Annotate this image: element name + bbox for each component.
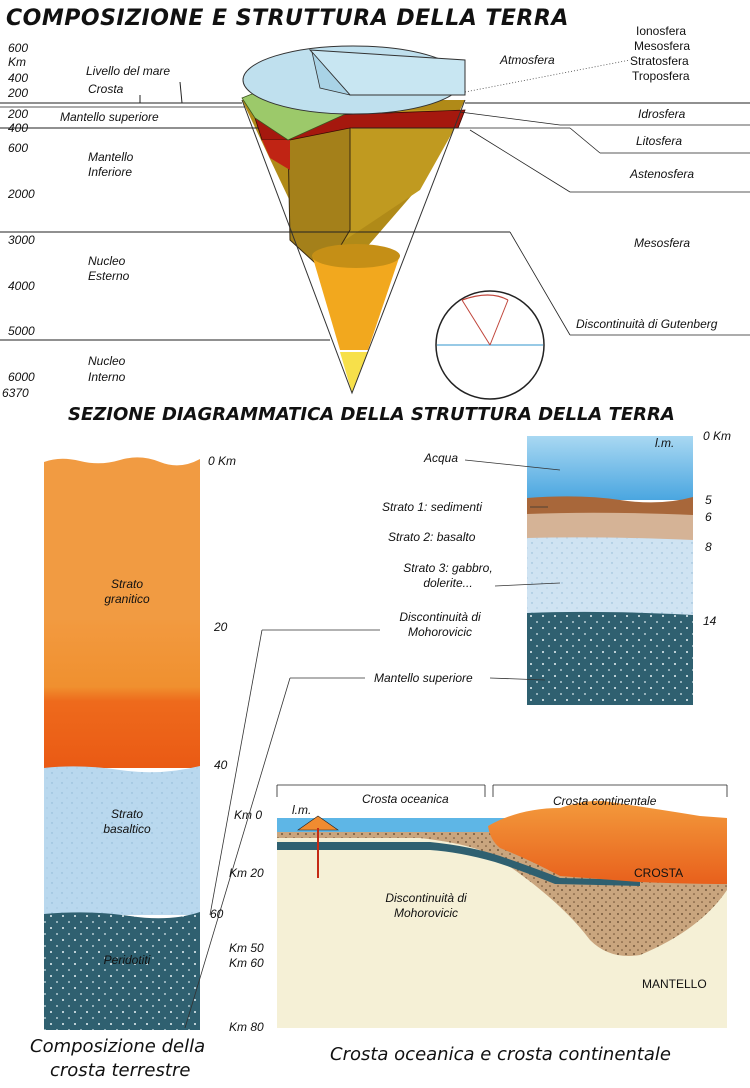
label-troposphere: Troposfera	[632, 69, 690, 83]
label-atmosphere: Atmosfera	[500, 53, 555, 67]
caption-crust-composition-2: crosta terrestre	[50, 1060, 191, 1081]
column-depth-20: 20	[214, 620, 228, 634]
earth-section-inset	[435, 290, 545, 400]
cs-label-crust: CROSTA	[634, 866, 684, 880]
label-mesosphere: Mesosfera	[634, 236, 691, 250]
label-hydrosphere: Idrosfera	[638, 107, 686, 121]
label-granitic-1: Strato	[110, 577, 143, 591]
oceanic-column	[464, 436, 693, 705]
oc-label-layer2: Strato 2: basalto	[388, 530, 476, 544]
oc-label-moho-1: Discontinuità di	[399, 610, 481, 624]
label-inner-core-2: Interno	[88, 370, 126, 384]
oc-depth-0: 0 Km	[703, 429, 732, 443]
top-depth-200b: 200	[8, 107, 29, 121]
cs-depth-80: Km 80	[229, 1020, 264, 1034]
top-depth-2000: 2000	[8, 187, 35, 201]
column-depth-0: 0 Km	[208, 454, 237, 468]
top-depth-6370: 6370	[2, 386, 29, 400]
label-lower-mantle-1: Mantello	[88, 150, 134, 164]
label-lithosphere: Litosfera	[636, 134, 683, 148]
cs-label-moho-2: Mohorovicic	[393, 906, 459, 920]
cs-depth-0: Km 0	[234, 808, 263, 822]
oc-depth-8: 8	[705, 540, 712, 554]
cs-label-continental-crust: Crosta continentale	[553, 794, 657, 808]
oc-depth-5: 5	[705, 493, 712, 507]
top-depth-400: 400	[8, 71, 29, 85]
top-depth-5000: 5000	[8, 324, 35, 338]
top-depth-6000: 6000	[8, 370, 35, 384]
label-peridotite: Peridotiti	[103, 953, 151, 967]
label-upper-mantle: Mantello superiore	[60, 110, 159, 124]
label-inner-core-1: Nucleo	[88, 354, 126, 368]
label-basaltic-1: Strato	[110, 807, 143, 821]
cs-depth-20: Km 20	[229, 866, 264, 880]
column-depth-40: 40	[214, 758, 228, 772]
top-depth-200: 200	[8, 86, 29, 100]
cs-label-moho-1: Discontinuità di	[385, 891, 467, 905]
label-mesosphere-atm: Mesosfera	[634, 39, 691, 53]
cs-label-mantle: MANTELLO	[642, 977, 707, 991]
cs-depth-60: Km 60	[229, 956, 264, 970]
oc-label-moho-2: Mohorovicic	[407, 625, 473, 639]
caption-oceanic-continental: Crosta oceanica e crosta continentale	[330, 1044, 671, 1065]
label-outer-core-1: Nucleo	[88, 254, 126, 268]
oc-depth-14: 14	[703, 614, 717, 628]
earth-cone	[0, 45, 750, 395]
crust-column	[44, 457, 200, 1030]
column-depth-60: 60	[210, 907, 224, 921]
label-ionosphere: Ionosfera	[636, 24, 687, 38]
label-lower-mantle-2: Inferiore	[88, 165, 133, 179]
oc-depth-6: 6	[705, 510, 712, 524]
caption-crust-composition-1: Composizione della	[30, 1036, 206, 1057]
cs-depth-50: Km 50	[229, 941, 264, 955]
top-depth-km-unit: Km	[8, 55, 26, 69]
label-stratosphere: Stratosfera	[630, 54, 689, 68]
label-asthenosphere: Astenosfera	[630, 167, 695, 181]
oc-label-lm: l.m.	[655, 436, 675, 450]
label-sea-level: Livello del mare	[86, 64, 171, 78]
cone-outer-core	[312, 255, 400, 350]
label-basaltic-2: basaltico	[103, 822, 151, 836]
oc-label-layer3-1: Strato 3: gabbro,	[403, 561, 493, 575]
cone-inner-core	[340, 352, 368, 393]
label-gutenberg: Discontinuità di Gutenberg	[576, 317, 718, 331]
connector-lines	[184, 629, 380, 1029]
cs-label-lm: l.m.	[292, 803, 312, 817]
main-title: COMPOSIZIONE E STRUTTURA DELLA TERRA	[6, 6, 569, 31]
top-depth-400b: 400	[8, 121, 29, 135]
oc-label-upper-mantle: Mantello superiore	[374, 671, 473, 685]
label-outer-core-2: Esterno	[88, 269, 130, 283]
top-depth-600b: 600	[8, 141, 29, 155]
top-depth-4000: 4000	[8, 279, 35, 293]
label-crust: Crosta	[88, 82, 124, 96]
label-granitic-2: granitico	[104, 592, 150, 606]
oc-label-layer1: Strato 1: sedimenti	[382, 500, 483, 514]
oc-label-water: Acqua	[424, 451, 459, 465]
section-title: SEZIONE DIAGRAMMATICA DELLA STRUTTURA DE…	[68, 404, 675, 425]
cross-section	[276, 784, 728, 1028]
top-depth-3000: 3000	[8, 233, 35, 247]
top-depth-600: 600	[8, 41, 29, 55]
oc-label-layer3-2: dolerite...	[423, 576, 473, 590]
cs-label-oceanic-crust: Crosta oceanica	[362, 792, 449, 806]
